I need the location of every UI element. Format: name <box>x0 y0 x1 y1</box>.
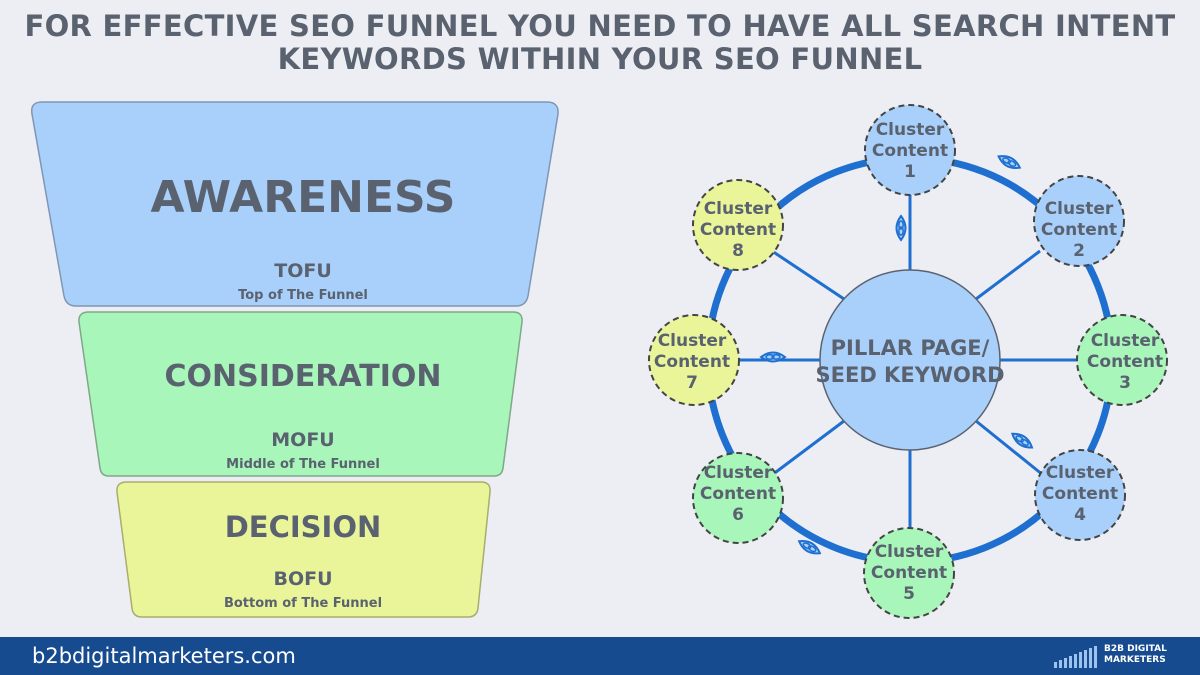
cluster-node-8: Cluster Content 8 <box>692 179 784 271</box>
cluster-5-line-1: Cluster <box>875 542 944 562</box>
bofu-description: Bottom of The Funnel <box>224 596 382 611</box>
cluster-3-number: 3 <box>1119 373 1131 393</box>
awareness-label: AWARENESS <box>151 172 456 223</box>
cluster-4-number: 4 <box>1074 505 1086 525</box>
cluster-4-line-2: Content <box>1042 484 1118 504</box>
cluster-node-1: Cluster Content 1 <box>864 104 956 196</box>
page-title: FOR EFFECTIVE SEO FUNNEL YOU NEED TO HAV… <box>0 10 1200 76</box>
mofu-label: MOFU <box>271 429 334 451</box>
cluster-8-number: 8 <box>732 241 744 261</box>
cluster-node-4: Cluster Content 4 <box>1034 449 1126 541</box>
cluster-1-circle <box>864 104 956 196</box>
cluster-7-circle <box>648 314 740 406</box>
cluster-6-line-2: Content <box>700 484 776 504</box>
cluster-3-line-2: Content <box>1087 352 1163 372</box>
cluster-2-line-1: Cluster <box>1045 199 1114 219</box>
pillar-circle <box>819 269 1001 451</box>
link-icon <box>995 151 1023 173</box>
mofu-description: Middle of The Funnel <box>226 457 380 472</box>
cluster-node-6: Cluster Content 6 <box>692 452 784 544</box>
cluster-node-2: Cluster Content 2 <box>1033 175 1125 267</box>
brand-line-1: B2B DIGITAL <box>1104 644 1167 654</box>
bar-chart-icon <box>1054 646 1097 668</box>
cluster-5-circle <box>863 527 955 619</box>
brand-line-2: MARKETERS <box>1104 655 1166 665</box>
brand-logo: B2B DIGITAL MARKETERS <box>1054 642 1167 672</box>
decision-shape <box>116 481 491 618</box>
footer-url: b2bdigitalmarketers.com <box>32 644 296 668</box>
cluster-8-line-1: Cluster <box>704 199 773 219</box>
cluster-2-number: 2 <box>1073 241 1085 261</box>
bofu-label: BOFU <box>273 568 332 590</box>
spoke-6 <box>771 419 845 477</box>
spoke-4 <box>975 419 1044 477</box>
pillar-page-node: PILLAR PAGE/ SEED KEYWORD <box>816 269 1005 451</box>
funnel-stage-consideration: CONSIDERATION MOFU Middle of The Funnel <box>78 311 523 477</box>
cluster-8-circle <box>692 179 784 271</box>
funnel-stage-decision: DECISION BOFU Bottom of The Funnel <box>116 481 491 618</box>
cluster-1-number: 1 <box>904 162 916 182</box>
cluster-node-3: Cluster Content 3 <box>1076 314 1168 406</box>
funnel-stage-awareness: AWARENESS TOFU Top of The Funnel <box>30 101 559 307</box>
cluster-node-7: Cluster Content 7 <box>648 314 740 406</box>
cluster-1-line-1: Cluster <box>876 120 945 140</box>
cluster-6-line-1: Cluster <box>704 463 773 483</box>
tofu-label: TOFU <box>274 260 332 282</box>
cluster-5-line-2: Content <box>871 563 947 583</box>
title-line-2: KEYWORDS WITHIN YOUR SEO FUNNEL <box>277 42 923 76</box>
cluster-7-line-2: Content <box>654 352 730 372</box>
consideration-shape <box>78 311 523 477</box>
tofu-description: Top of The Funnel <box>238 288 368 303</box>
cluster-6-circle <box>692 452 784 544</box>
cluster-1-line-2: Content <box>872 141 948 161</box>
spoke-8 <box>771 249 845 301</box>
pillar-line-1: PILLAR PAGE/ <box>831 336 990 360</box>
brand-name: B2B DIGITAL MARKETERS <box>1104 644 1167 666</box>
footer-bar: b2bdigitalmarketers.com B2B DIGITAL MARK… <box>0 637 1200 675</box>
consideration-label: CONSIDERATION <box>164 359 441 394</box>
cluster-4-line-1: Cluster <box>1046 463 1115 483</box>
cluster-8-line-2: Content <box>700 220 776 240</box>
cluster-3-line-1: Cluster <box>1091 331 1160 351</box>
title-line-1: FOR EFFECTIVE SEO FUNNEL YOU NEED TO HAV… <box>24 9 1176 43</box>
spoke-2 <box>975 249 1041 301</box>
cluster-3-circle <box>1076 314 1168 406</box>
cluster-node-5: Cluster Content 5 <box>863 527 955 619</box>
link-icon <box>1008 429 1036 453</box>
decision-label: DECISION <box>225 510 382 544</box>
cluster-6-number: 6 <box>732 505 744 525</box>
cluster-2-line-2: Content <box>1041 220 1117 240</box>
topic-cluster: PILLAR PAGE/ SEED KEYWORD Cluster Conten… <box>648 104 1168 619</box>
cluster-7-number: 7 <box>686 373 698 393</box>
funnel: AWARENESS TOFU Top of The Funnel CONSIDE… <box>30 101 559 618</box>
cluster-5-number: 5 <box>903 584 915 604</box>
link-icon <box>760 351 786 363</box>
pillar-line-2: SEED KEYWORD <box>816 363 1005 387</box>
cluster-4-circle <box>1034 449 1126 541</box>
link-icon <box>895 215 907 241</box>
cluster-7-line-1: Cluster <box>658 331 727 351</box>
awareness-shape <box>30 101 559 307</box>
cluster-2-circle <box>1033 175 1125 267</box>
